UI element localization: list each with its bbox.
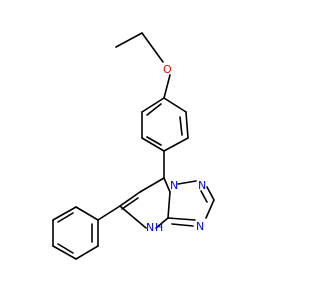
molecule-diagram: O N N N N H — [52, 32, 215, 260]
bond-aryl6 — [141, 97, 165, 113]
bond-ethyl-ch3 — [115, 32, 143, 48]
bond-n1-c2 — [206, 186, 215, 201]
bond-aryl4 — [141, 137, 165, 152]
bond-c5-n4 — [119, 205, 147, 229]
bond-aryl-double3 — [146, 103, 162, 116]
bond-n1-c2-double — [200, 190, 208, 203]
bond-ethyl-ch2 — [141, 32, 164, 63]
bond-ph5 — [52, 206, 77, 221]
nitrogen-label-nh: N — [146, 221, 154, 234]
bond-n8-n1 — [177, 180, 197, 185]
bond-c5-phenyl — [97, 205, 121, 221]
bond-c6-c5-double — [121, 197, 139, 210]
bond-ph6 — [75, 206, 99, 221]
nitrogen-label-n1: N — [198, 179, 206, 192]
bond-n3-c3a — [167, 217, 196, 221]
bond-ph2 — [75, 245, 99, 260]
oxygen-label: O — [163, 63, 172, 76]
bond-ph-double2 — [57, 243, 74, 254]
bond-n8-c7 — [163, 177, 171, 193]
bond-c6-c5 — [119, 191, 141, 207]
structure-drawing: O N N N N H — [52, 32, 215, 260]
bond-o-aryl — [163, 74, 171, 99]
bond-c7-c6 — [139, 177, 165, 193]
nitrogen-label-n3: N — [196, 220, 204, 233]
bond-aryl-double1 — [179, 116, 183, 136]
nitrogen-label-n8: N — [170, 179, 178, 192]
bond-aryl3 — [163, 137, 189, 152]
bond-c2-n3 — [205, 199, 215, 219]
hydrogen-label-nh: H — [155, 221, 163, 234]
bond-aryl-double2 — [146, 136, 162, 146]
bond-n3-c3a-double — [171, 223, 194, 227]
bond-n4-c3a — [155, 217, 169, 229]
bond-aryl2 — [185, 111, 189, 139]
bond-aryl1 — [163, 97, 187, 113]
bond-c3a-n8 — [167, 191, 171, 219]
bond-ph3 — [52, 245, 77, 260]
bond-ph-double3 — [57, 212, 74, 223]
